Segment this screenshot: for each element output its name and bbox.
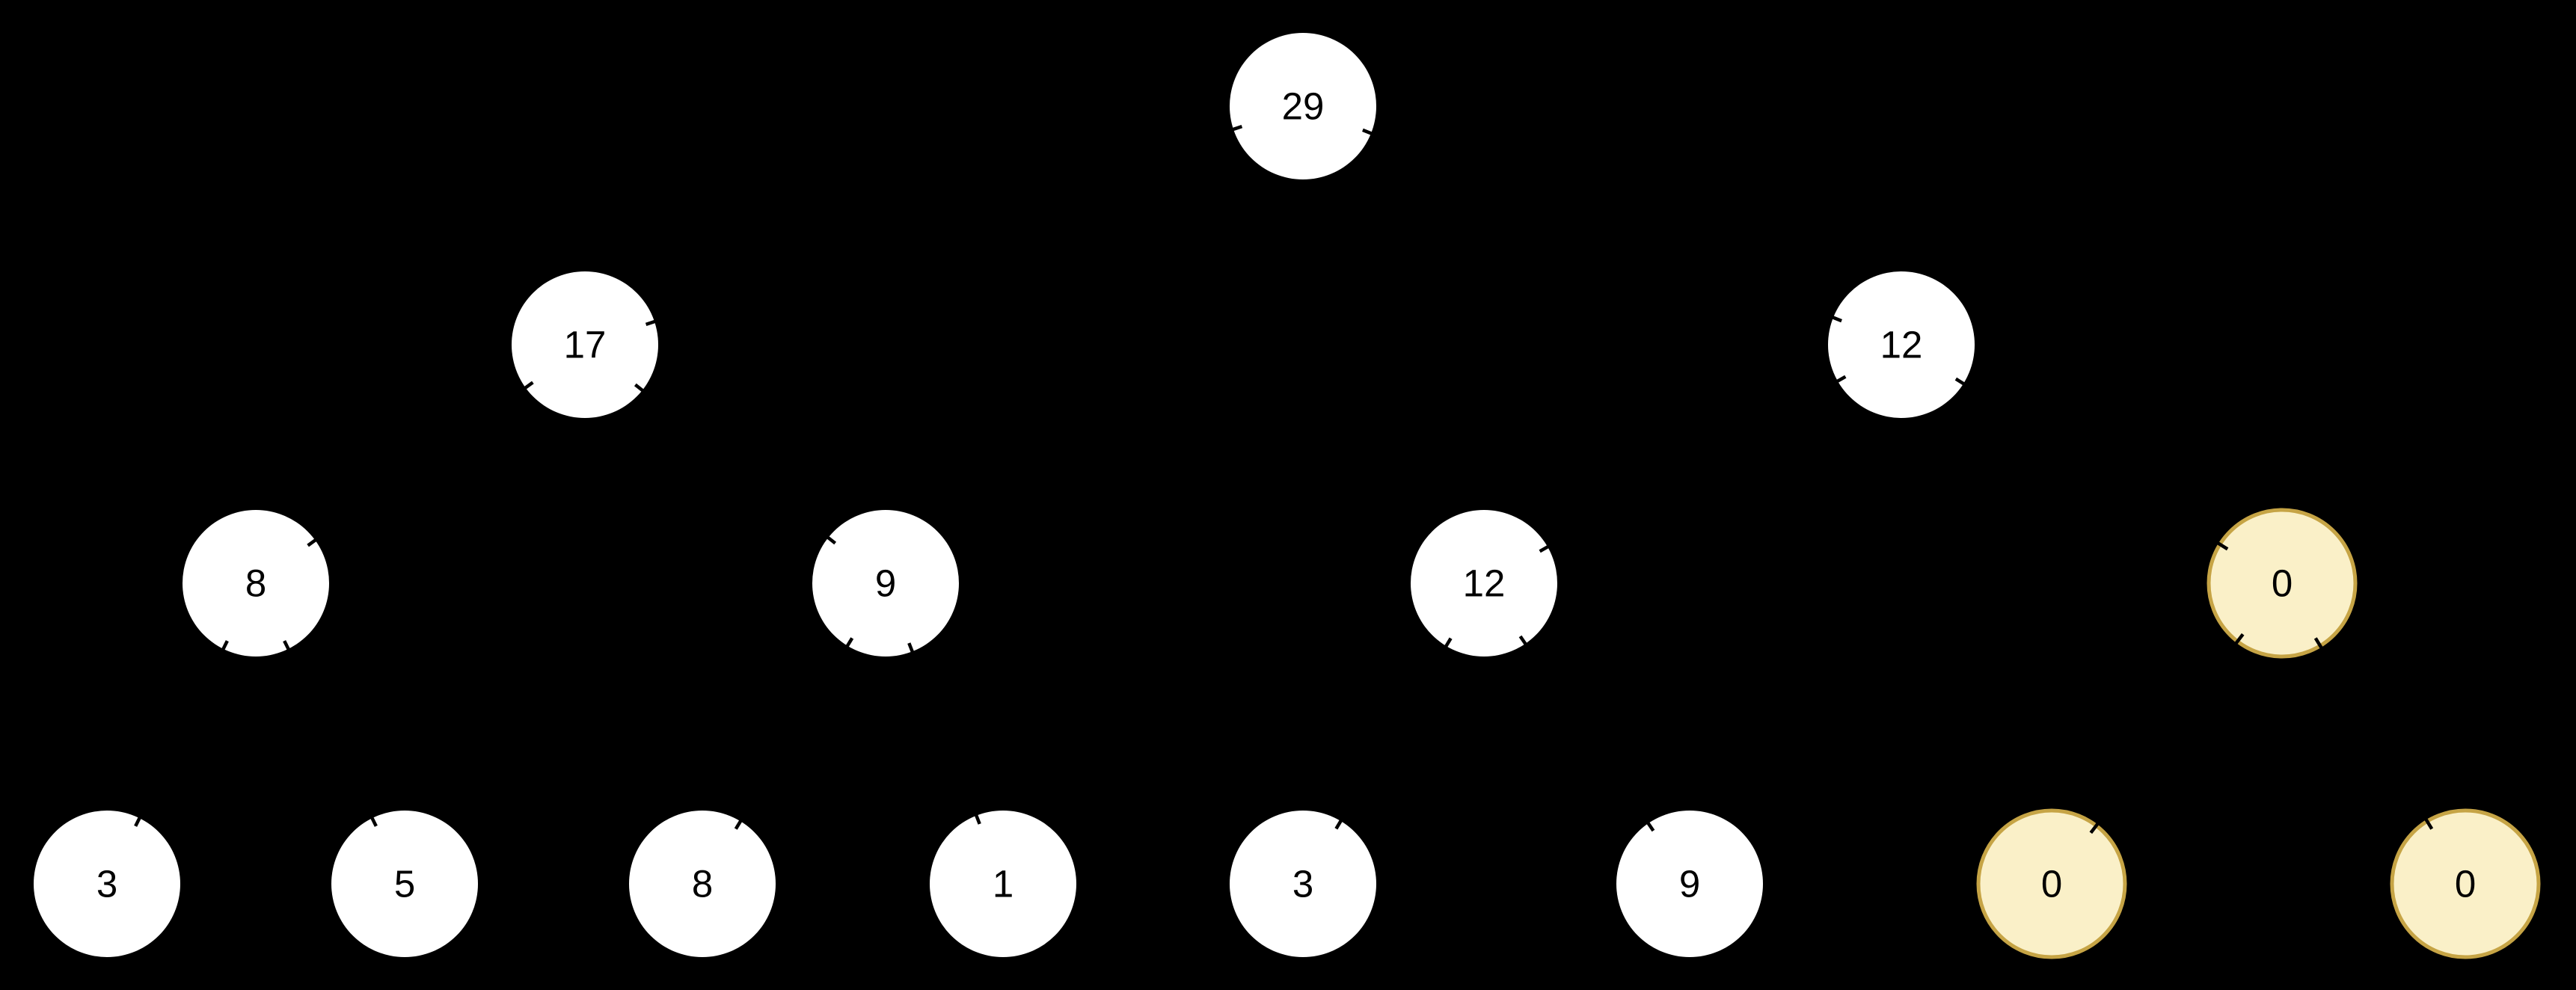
tree-node: 12 xyxy=(1828,271,1975,418)
node-value: 8 xyxy=(245,562,266,605)
tree-edges-layer xyxy=(134,124,2434,834)
tree-nodes-layer: 29 17 12 8 9 12 0 3 5 8 1 3 9 0 0 xyxy=(34,33,2541,959)
node-circle xyxy=(1230,811,1376,957)
tree-edge xyxy=(2089,633,2245,834)
tree-edge xyxy=(645,124,1243,327)
node-value: 5 xyxy=(394,863,415,906)
tree-node: 29 xyxy=(1230,33,1376,179)
node-circle xyxy=(1411,510,1557,657)
tree-node: 8 xyxy=(629,811,776,957)
node-circle xyxy=(1616,811,1763,957)
node-value: 17 xyxy=(564,324,607,366)
node-value: 9 xyxy=(1679,863,1700,906)
node-value: 3 xyxy=(96,863,117,906)
node-circle xyxy=(629,811,776,957)
tree-edge xyxy=(634,383,837,545)
node-value: 9 xyxy=(875,562,896,605)
node-circle xyxy=(2390,808,2541,959)
tree-edge xyxy=(1334,637,1453,830)
tree-edge xyxy=(907,642,981,825)
tree-edge xyxy=(134,640,229,827)
tree-edge xyxy=(1518,635,1655,832)
tree-edge xyxy=(283,640,378,827)
node-circle xyxy=(331,811,478,957)
tree-node: 12 xyxy=(1411,510,1557,657)
tree-node-highlighted: 0 xyxy=(2207,508,2358,659)
tree-node: 17 xyxy=(512,271,658,418)
tree-edge xyxy=(734,637,854,830)
node-circle xyxy=(183,510,329,657)
tree-node: 9 xyxy=(812,510,959,657)
tree-edge xyxy=(1539,375,1847,553)
tree-node: 1 xyxy=(930,811,1076,957)
tree-edge xyxy=(1362,128,1842,323)
tree-node: 3 xyxy=(1230,811,1376,957)
tree-edge xyxy=(1954,377,2229,551)
tree-edge xyxy=(307,381,534,547)
node-circle xyxy=(1230,33,1376,179)
tree-node: 9 xyxy=(1616,811,1763,957)
node-value: 12 xyxy=(1880,324,1923,366)
node-circle xyxy=(1828,271,1975,418)
node-circle xyxy=(2207,508,2358,659)
tree-edge xyxy=(2313,637,2434,830)
node-value: 0 xyxy=(2041,863,2062,906)
node-value: 0 xyxy=(2272,562,2293,605)
node-value: 1 xyxy=(993,863,1013,906)
node-value: 29 xyxy=(1282,85,1325,128)
tree-node-highlighted: 0 xyxy=(2390,808,2541,959)
tree-node: 3 xyxy=(34,811,180,957)
tree-node-highlighted: 0 xyxy=(1976,808,2127,959)
node-circle xyxy=(1976,808,2127,959)
node-value: 12 xyxy=(1463,562,1506,605)
tree-node: 5 xyxy=(331,811,478,957)
node-circle xyxy=(34,811,180,957)
node-circle xyxy=(512,271,658,418)
node-value: 8 xyxy=(692,863,713,906)
node-circle xyxy=(930,811,1076,957)
tree-node: 8 xyxy=(183,510,329,657)
node-circle xyxy=(812,510,959,657)
node-value: 3 xyxy=(1292,863,1313,906)
node-value: 0 xyxy=(2455,863,2476,906)
